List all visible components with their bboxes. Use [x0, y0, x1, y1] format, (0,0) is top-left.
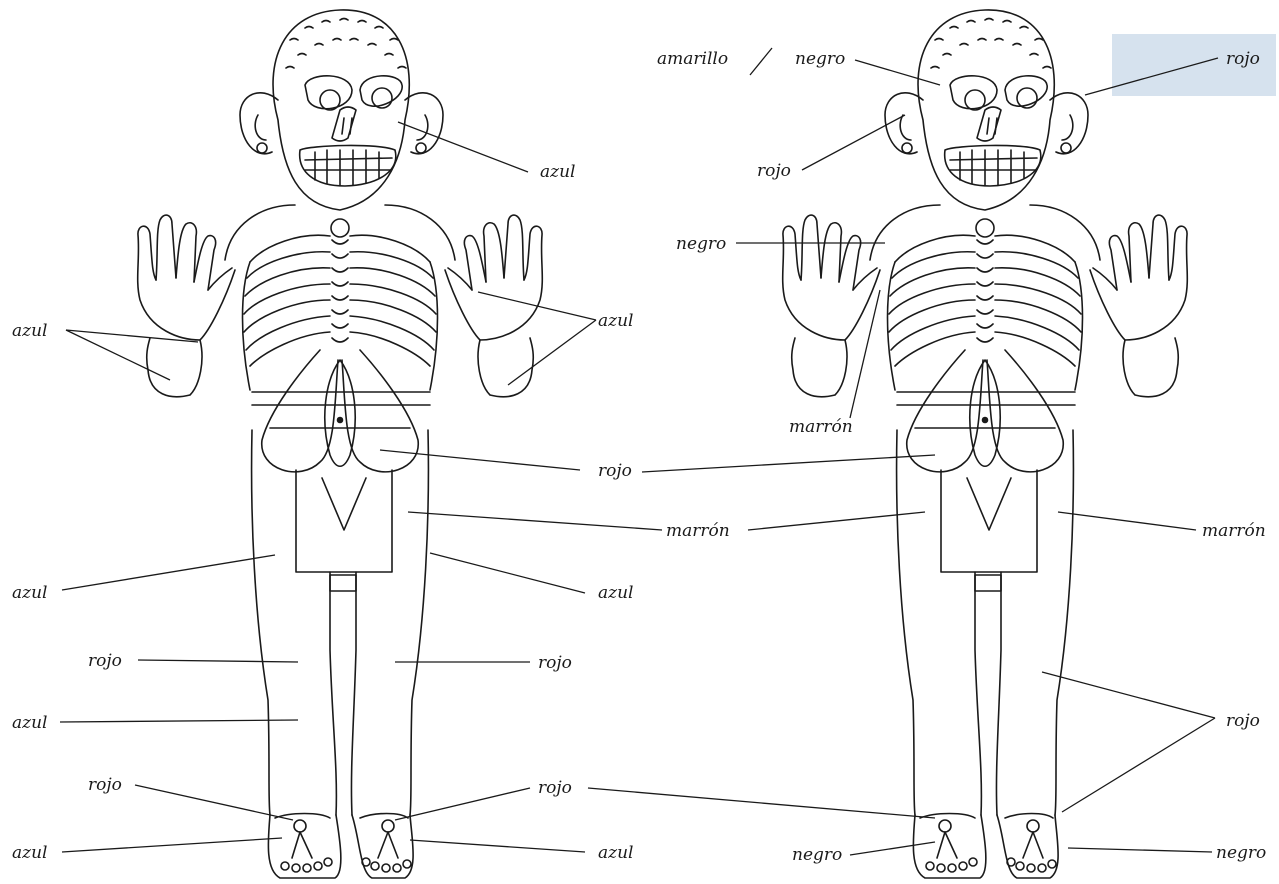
label-right-foot-left: negro — [792, 845, 842, 865]
label-right-arm-lower: marrón — [789, 417, 853, 437]
label-right-ear-left: rojo — [757, 161, 791, 181]
label-left-foot-left: azul — [12, 843, 47, 863]
figure-left — [138, 10, 543, 878]
label-ankle-right: rojo — [538, 778, 572, 798]
label-belly: rojo — [598, 461, 632, 481]
label-right-hair: amarillo — [657, 49, 728, 69]
label-right-arm-upper: negro — [676, 234, 726, 254]
label-left-face: azul — [540, 162, 575, 182]
label-right-skirt: marrón — [1202, 521, 1266, 541]
label-right-legs: rojo — [1226, 711, 1260, 731]
leaders-left — [60, 122, 662, 852]
label-right-face: negro — [795, 49, 845, 69]
leaders-right — [588, 48, 1218, 855]
label-right-foot-right: negro — [1216, 843, 1266, 863]
figure-right — [783, 10, 1188, 878]
label-left-hand-left: azul — [12, 321, 47, 341]
label-left-leg-lower: azul — [12, 713, 47, 733]
label-left-ankle-left: rojo — [88, 775, 122, 795]
label-left-skirt: marrón — [666, 521, 730, 541]
label-left-hand-right: azul — [598, 311, 633, 331]
label-left-thigh-right: azul — [598, 583, 633, 603]
label-left-leg-right: rojo — [538, 653, 572, 673]
label-right-ear-right: rojo — [1226, 49, 1260, 69]
label-left-thigh-left: azul — [12, 583, 47, 603]
label-left-foot-right: azul — [598, 843, 633, 863]
label-left-leg-left: rojo — [88, 651, 122, 671]
